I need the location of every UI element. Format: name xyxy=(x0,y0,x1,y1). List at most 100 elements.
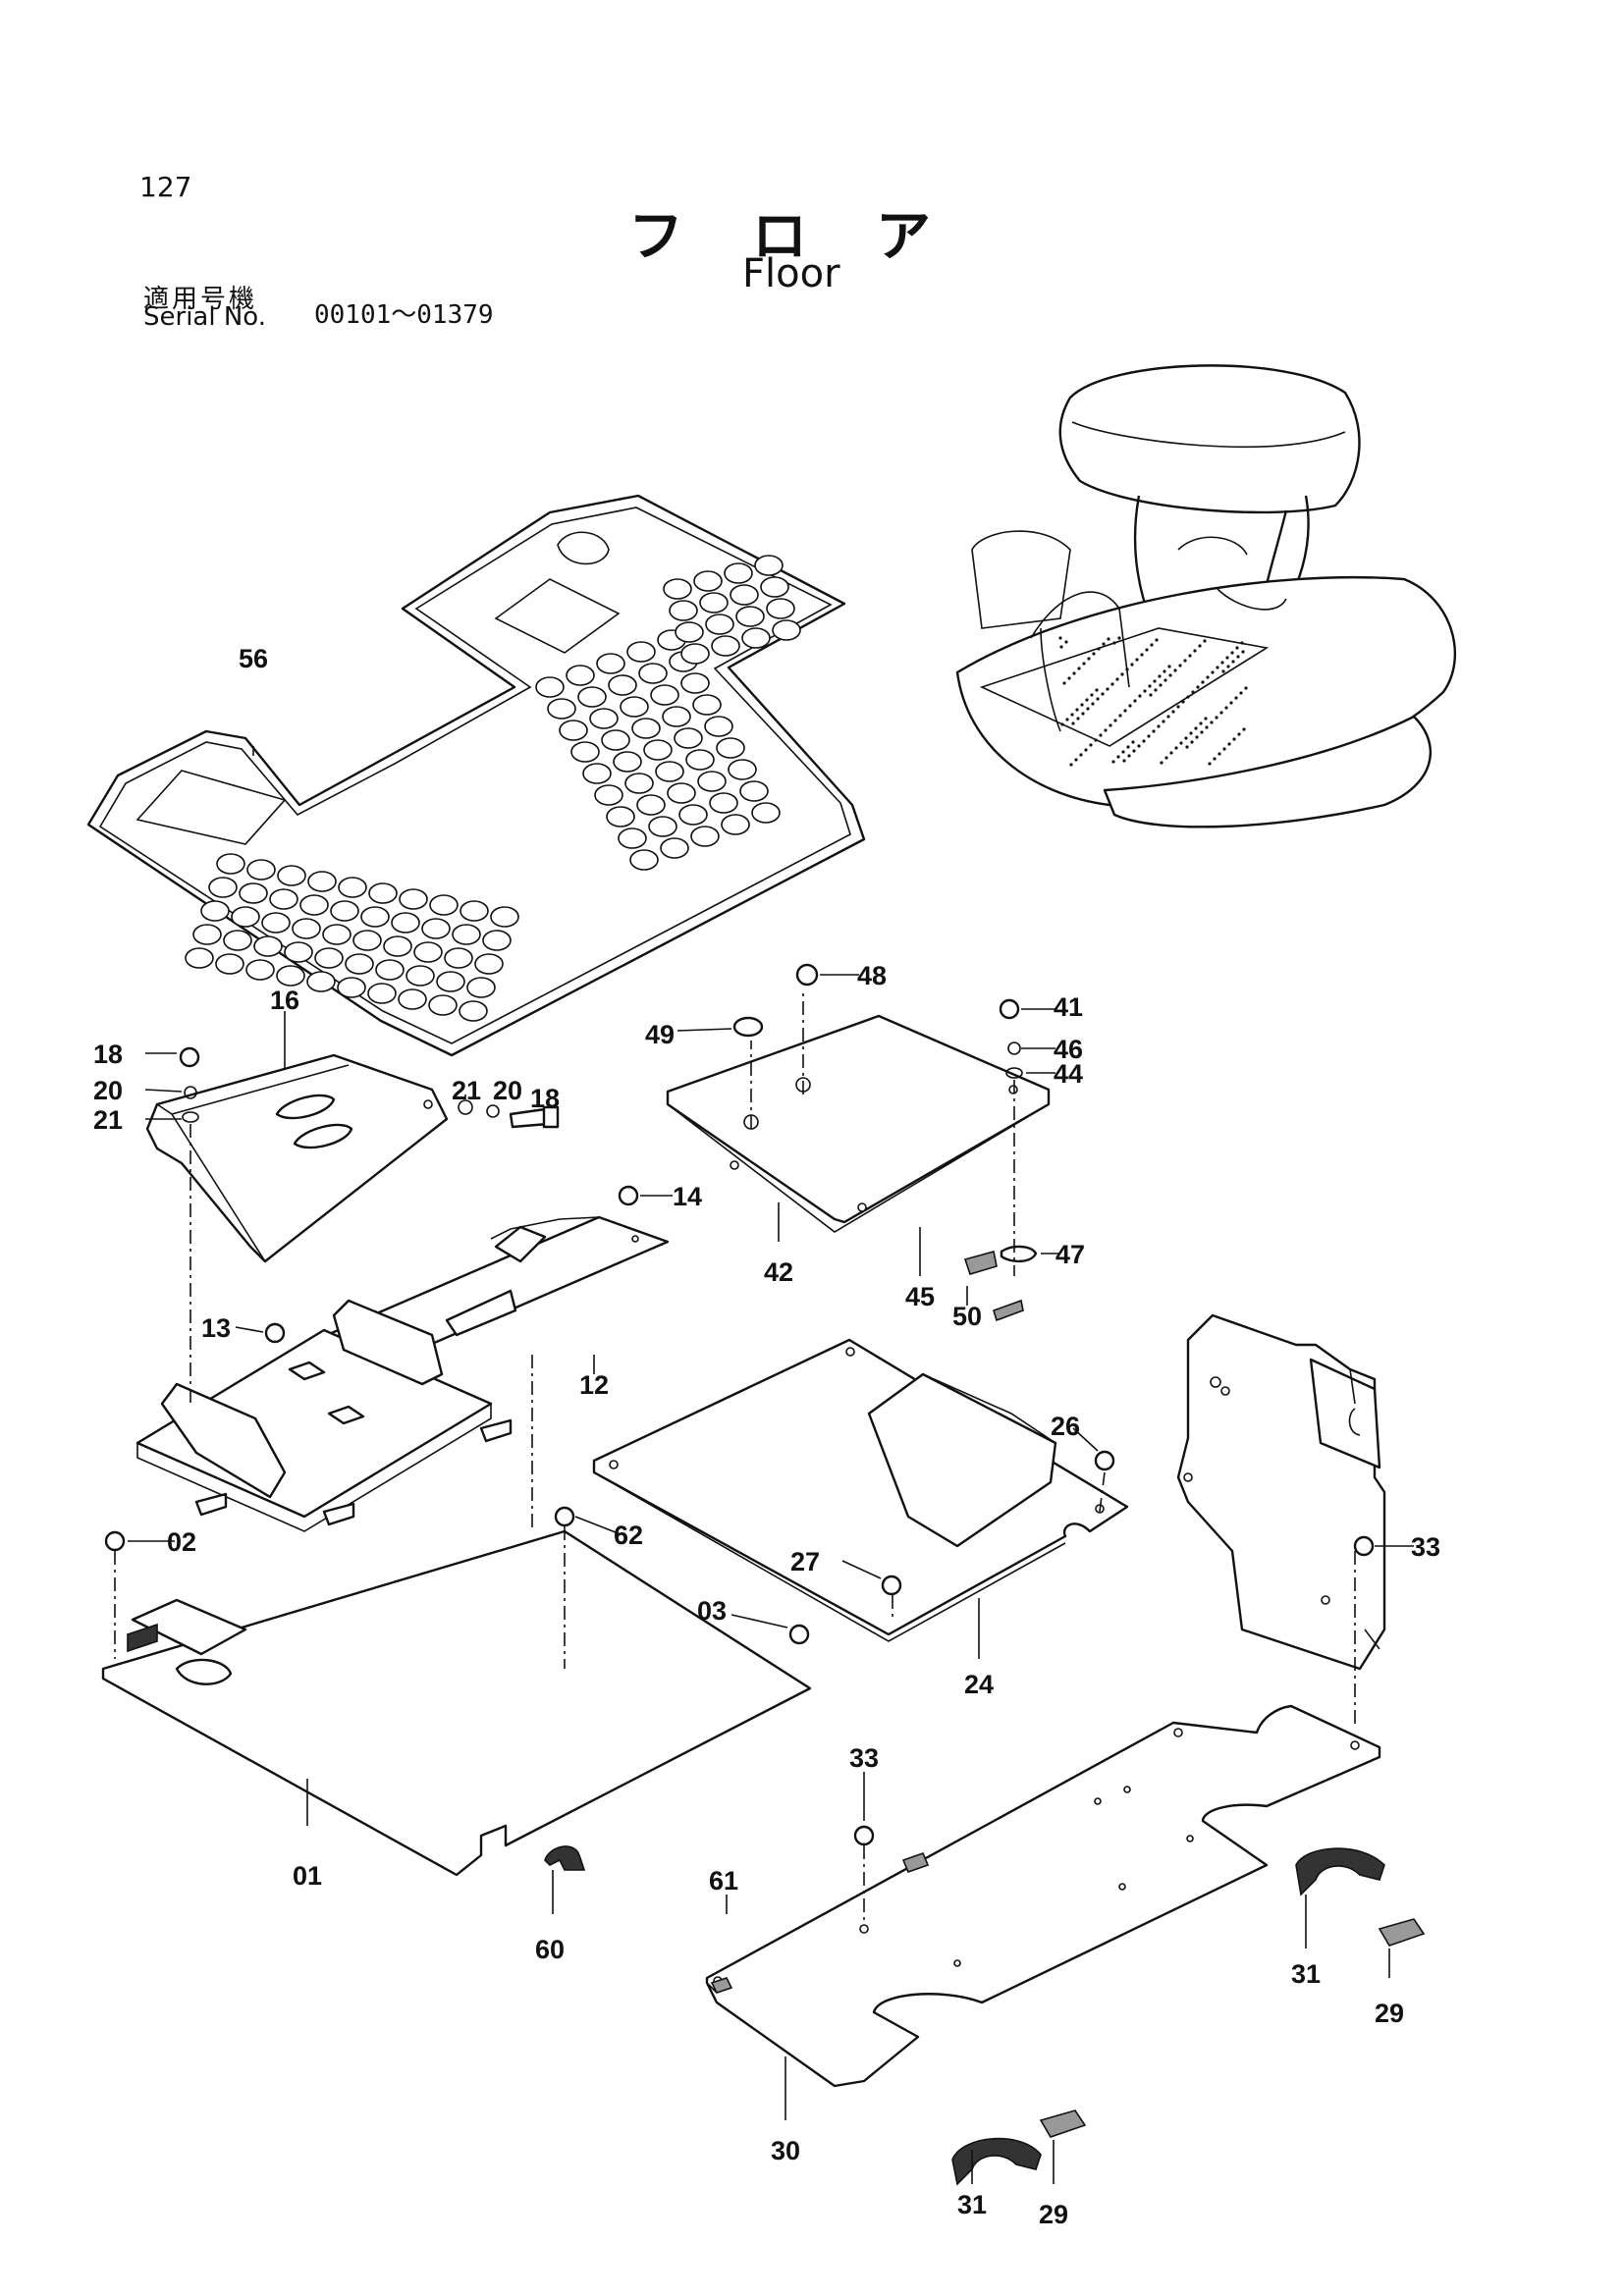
mat-hole xyxy=(697,771,727,792)
stipple-dot xyxy=(1224,706,1228,710)
mat-hole xyxy=(699,592,729,614)
mat-hole xyxy=(766,598,795,619)
stipple-dot xyxy=(1069,763,1073,767)
stipple-dot xyxy=(1181,700,1185,704)
mat-hole xyxy=(716,737,745,759)
stipple-dot xyxy=(1110,682,1114,686)
mat-hole xyxy=(413,941,443,963)
stipple-dot xyxy=(1079,753,1083,757)
stipple-dot xyxy=(1178,664,1182,667)
mat-hole xyxy=(704,716,733,737)
stipple-dot xyxy=(1229,701,1233,705)
mat-hole xyxy=(460,900,489,922)
stipple-dot xyxy=(1143,689,1147,693)
stipple-dot xyxy=(1189,731,1193,735)
stipple-dot xyxy=(1190,740,1194,744)
stipple-dot xyxy=(1075,708,1079,712)
stipple-dot xyxy=(1183,659,1187,663)
stipple-dot xyxy=(1234,696,1238,700)
stipple-dot xyxy=(1201,680,1205,684)
mat-hole xyxy=(375,959,405,981)
mat-hole xyxy=(638,663,668,684)
stipple-dot xyxy=(1135,658,1139,662)
stipple-dot xyxy=(1120,672,1124,676)
callout-26: 26 xyxy=(1051,1412,1080,1441)
stipple-dot xyxy=(1107,637,1110,641)
mat-hole xyxy=(724,562,753,584)
mat-hole xyxy=(570,741,600,763)
stipple-dot xyxy=(1096,697,1100,701)
mat-hole xyxy=(608,674,637,696)
stipple-dot xyxy=(1198,644,1202,648)
mat-hole xyxy=(253,935,283,957)
stipple-dot xyxy=(1125,667,1129,671)
mat-hole xyxy=(594,784,623,806)
mat-hole xyxy=(330,900,359,922)
callout-42: 42 xyxy=(764,1257,793,1287)
callout-20: 20 xyxy=(493,1076,522,1105)
mat-hole xyxy=(399,888,428,910)
stipple-dot xyxy=(1164,756,1168,760)
mat-hole xyxy=(216,853,245,875)
floor-mat-56 xyxy=(86,494,866,1057)
stipple-dot xyxy=(1152,729,1156,733)
callout-44: 44 xyxy=(1054,1059,1083,1089)
mat-hole xyxy=(675,621,704,643)
mat-hole xyxy=(185,947,214,969)
assembly-lines xyxy=(114,991,1356,1924)
mat-hole xyxy=(577,686,607,708)
mat-hole xyxy=(398,988,427,1010)
stipple-dot xyxy=(1203,639,1207,643)
mat-hole xyxy=(436,971,465,992)
mat-hole xyxy=(648,816,677,837)
mat-hole xyxy=(601,729,630,751)
plate-24 xyxy=(592,1338,1129,1642)
stipple-dot xyxy=(1095,688,1099,692)
stipple-dot xyxy=(1213,757,1217,761)
callout-18: 18 xyxy=(93,1040,123,1069)
callout-29: 29 xyxy=(1039,2200,1068,2229)
serial-label-english: Serial No. xyxy=(143,302,266,332)
console-base xyxy=(135,1299,513,1532)
mat-hole xyxy=(631,718,661,739)
stipple-dot xyxy=(1087,657,1091,661)
mat-hole xyxy=(685,749,715,771)
stipple-dot xyxy=(1109,723,1112,727)
mat-hole xyxy=(692,694,722,716)
mat-hole xyxy=(760,576,789,598)
stipple-dot xyxy=(1163,669,1166,673)
stipple-dot xyxy=(1226,665,1230,668)
stipple-dot xyxy=(1112,641,1116,645)
mat-hole xyxy=(223,930,252,951)
stipple-dot xyxy=(1126,745,1130,749)
mat-hole xyxy=(391,912,420,934)
stipple-dot xyxy=(1137,744,1141,748)
stipple-dot xyxy=(1123,709,1127,713)
leader-lines xyxy=(128,746,1414,2184)
stipple-dot xyxy=(1208,762,1212,766)
stipple-dot xyxy=(1199,721,1203,725)
mat-hole xyxy=(660,837,689,859)
callout-33: 33 xyxy=(1411,1532,1440,1562)
mat-hole xyxy=(741,627,771,649)
mat-hole xyxy=(613,751,642,773)
mat-hole xyxy=(735,606,765,627)
stipple-dot xyxy=(1227,742,1231,746)
stipple-dot xyxy=(1184,736,1188,740)
floor-plate-01 xyxy=(101,1529,812,1877)
mat-hole xyxy=(474,953,504,975)
stipple-dot xyxy=(1072,671,1076,675)
mat-hole xyxy=(192,924,222,945)
stipple-dot xyxy=(1154,688,1158,692)
stipple-dot xyxy=(1163,678,1167,682)
mat-hole xyxy=(674,727,703,749)
mat-hole xyxy=(754,555,784,576)
mat-hole xyxy=(693,570,723,592)
stipple-dot xyxy=(1086,707,1090,711)
callout-01: 01 xyxy=(293,1861,322,1891)
stipple-dot xyxy=(1090,693,1094,697)
stipple-dot xyxy=(1148,684,1152,688)
mat-hole xyxy=(200,900,230,922)
stipple-dot xyxy=(1094,738,1098,742)
stipple-dot xyxy=(1215,716,1218,720)
